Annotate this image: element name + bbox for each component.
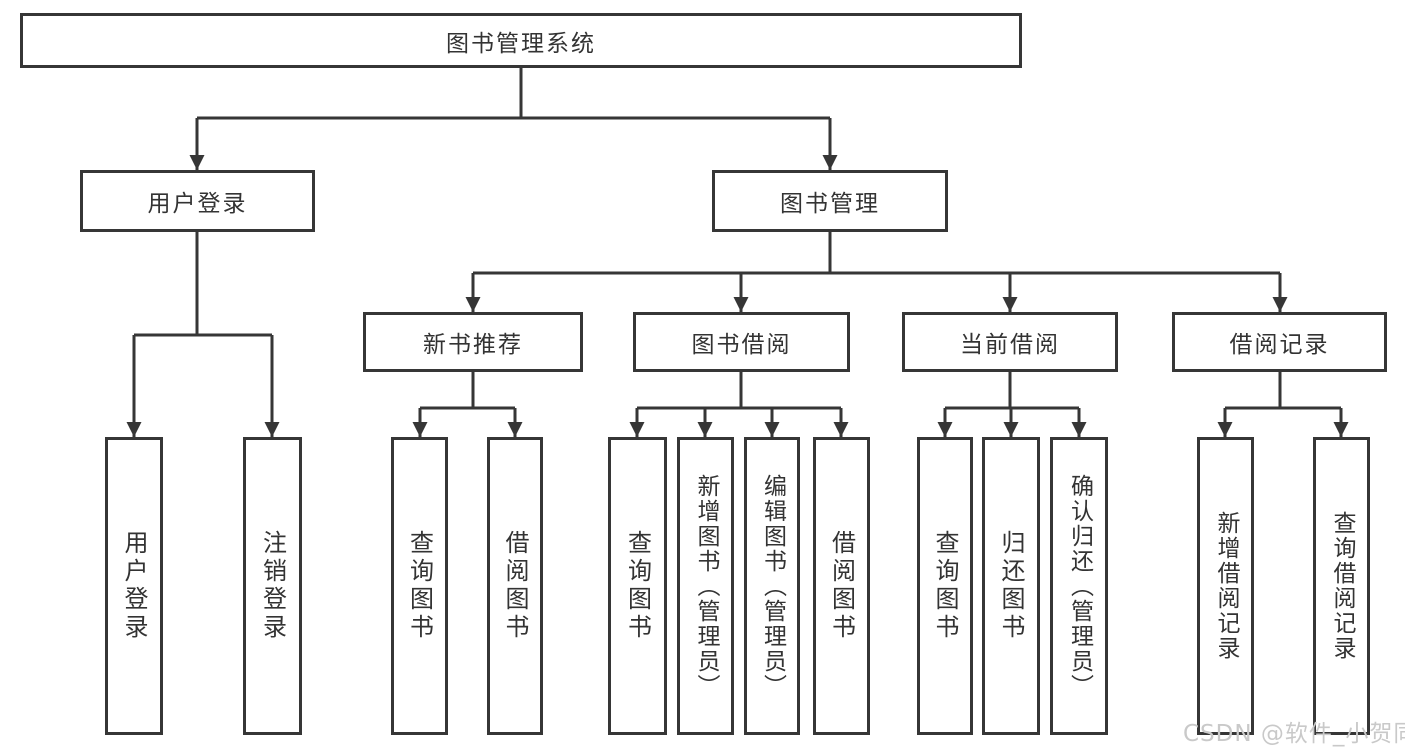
node-book-borrow: 图书借阅 [633, 312, 850, 372]
leaf-label: 归还图书 [997, 530, 1025, 642]
leaf-edit-books-admin: 编辑图书（管理员） [744, 437, 800, 735]
leaf-label: 新增借阅记录 [1213, 511, 1239, 661]
leaf-label: 编辑图书（管理员） [759, 473, 786, 699]
node-label: 图书借阅 [691, 332, 792, 358]
node-user-login: 用户登录 [80, 170, 315, 232]
node-label: 借阅记录 [1229, 332, 1330, 358]
leaf-label: 查询借阅记录 [1329, 511, 1355, 661]
node-label: 当前借阅 [960, 332, 1060, 358]
node-label: 用户登录 [147, 191, 248, 217]
leaf-label: 确认归还（管理员） [1066, 473, 1093, 699]
leaf-label: 用户登录 [120, 530, 148, 642]
node-root-library-management-system: 图书管理系统 [20, 13, 1022, 68]
leaf-label: 新增图书（管理员） [693, 473, 719, 699]
leaf-label: 借阅图书 [501, 530, 529, 642]
connector-new-book-recommend-branch [412, 372, 523, 437]
leaf-query-books-current: 查询图书 [917, 437, 973, 735]
leaf-add-books-admin: 新增图书（管理员） [677, 437, 734, 735]
node-book-management: 图书管理 [712, 170, 948, 232]
leaf-label: 查询图书 [623, 530, 652, 642]
leaf-query-books-recommend: 查询图书 [391, 437, 448, 735]
leaf-label: 查询图书 [405, 530, 434, 642]
leaf-label: 查询图书 [931, 530, 959, 642]
leaf-return-books: 归还图书 [982, 437, 1040, 735]
leaf-query-books-borrow: 查询图书 [608, 437, 667, 735]
node-current-borrow: 当前借阅 [902, 312, 1118, 372]
node-label: 图书管理系统 [446, 30, 596, 57]
leaf-label: 借阅图书 [827, 530, 856, 642]
leaf-borrow-books-recommend: 借阅图书 [487, 437, 543, 735]
connector-root-to-level2 [189, 68, 838, 170]
connector-user-login-branch [126, 232, 280, 437]
node-label: 新书推荐 [423, 332, 523, 358]
leaf-logout: 注销登录 [243, 437, 302, 735]
leaf-user-login: 用户登录 [105, 437, 163, 735]
connector-current-borrow-branch [937, 372, 1087, 437]
csdn-watermark: CSDN @软件_小贺同学 [1183, 721, 1405, 747]
connector-book-borrow-branch [629, 372, 849, 437]
leaf-query-borrow-record: 查询借阅记录 [1313, 437, 1370, 735]
connector-borrow-records-branch [1217, 372, 1349, 437]
node-label: 图书管理 [780, 191, 880, 217]
node-borrow-records: 借阅记录 [1172, 312, 1387, 372]
leaf-confirm-return-admin: 确认归还（管理员） [1050, 437, 1108, 735]
connector-book-management-branch [465, 232, 1288, 312]
leaf-borrow-books: 借阅图书 [813, 437, 870, 735]
node-new-book-recommend: 新书推荐 [363, 312, 583, 372]
leaf-label: 注销登录 [258, 530, 287, 642]
leaf-add-borrow-record: 新增借阅记录 [1197, 437, 1254, 735]
